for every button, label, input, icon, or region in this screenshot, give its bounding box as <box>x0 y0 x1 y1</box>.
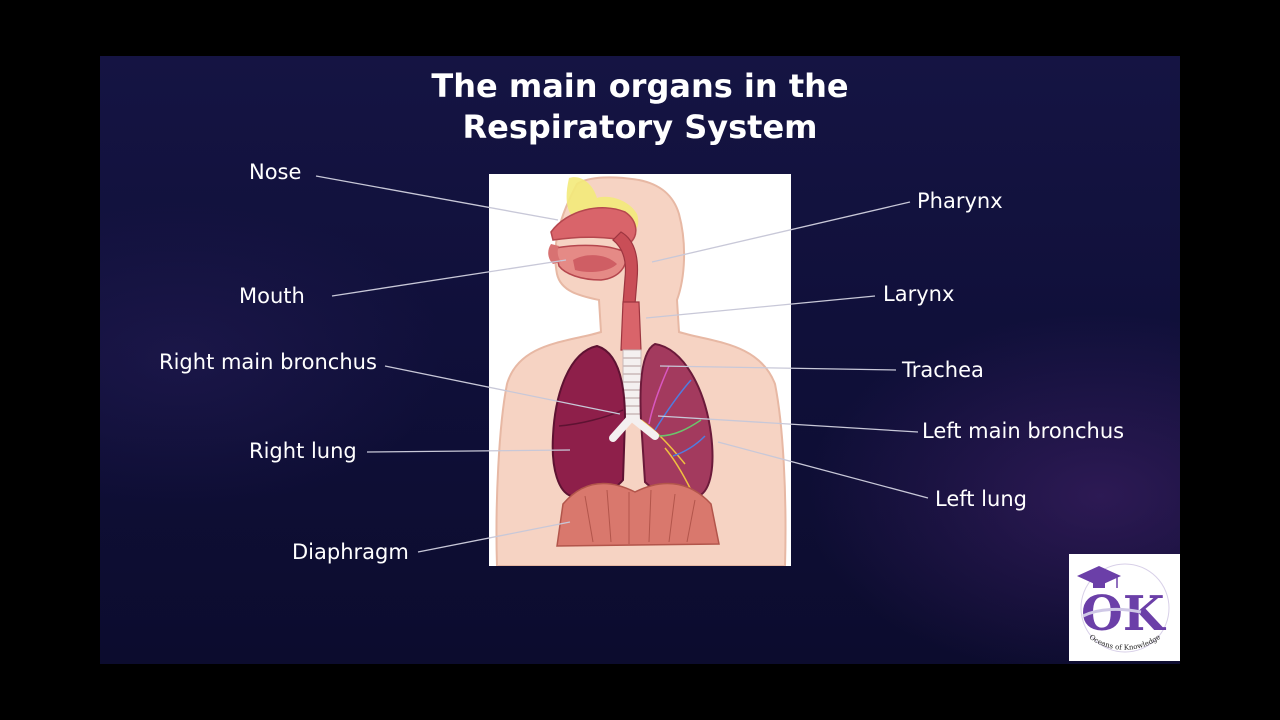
left-main-bronchus-leader-line <box>657 415 919 433</box>
label-right-lung: Right lung <box>249 439 357 463</box>
right-lung-leader-line <box>366 449 571 453</box>
label-mouth: Mouth <box>239 284 305 308</box>
logo-mark: OK Oceans of Knowledge <box>1077 563 1170 653</box>
diaphragm-fibers <box>584 489 696 544</box>
left-lung-leader-line <box>717 441 929 499</box>
nose-leader-line <box>315 175 559 221</box>
pharynx-leader-line <box>651 201 911 263</box>
label-diaphragm: Diaphragm <box>292 540 409 564</box>
label-pharynx: Pharynx <box>917 189 1003 213</box>
label-right-main-bronchus: Right main bronchus <box>159 350 377 374</box>
label-nose: Nose <box>249 160 302 184</box>
larynx-leader-line <box>645 295 876 319</box>
trachea-leader-line <box>659 365 897 371</box>
diaphragm-leader-line <box>417 521 571 553</box>
label-larynx: Larynx <box>883 282 955 306</box>
title-line-1: The main organs in the <box>431 67 849 105</box>
graduation-cap-icon <box>1077 566 1121 588</box>
oceans-of-knowledge-logo: OK Oceans of Knowledge <box>1069 554 1180 661</box>
nasal-cavity <box>550 207 637 243</box>
title-line-2: Respiratory System <box>462 108 818 146</box>
main-bronchi <box>609 416 659 442</box>
right-lung-fissure <box>558 409 624 427</box>
label-trachea: Trachea <box>902 358 984 382</box>
trachea-rings <box>623 357 641 415</box>
label-left-lung: Left lung <box>935 487 1027 511</box>
anatomy-drawing <box>495 176 787 567</box>
leader-lines <box>315 175 929 553</box>
slide: The main organs in the Respiratory Syste… <box>100 56 1180 664</box>
label-left-main-bronchus: Left main bronchus <box>922 419 1125 443</box>
lips <box>548 244 561 264</box>
slide-title: The main organs in the Respiratory Syste… <box>100 66 1180 148</box>
tongue <box>573 255 617 272</box>
right-main-bronchus-leader-line <box>384 365 621 415</box>
respiratory-illustration <box>489 174 791 567</box>
logo-letters: OK <box>1081 586 1167 642</box>
mouth-leader-line <box>331 259 567 297</box>
diaphragm <box>556 482 720 547</box>
